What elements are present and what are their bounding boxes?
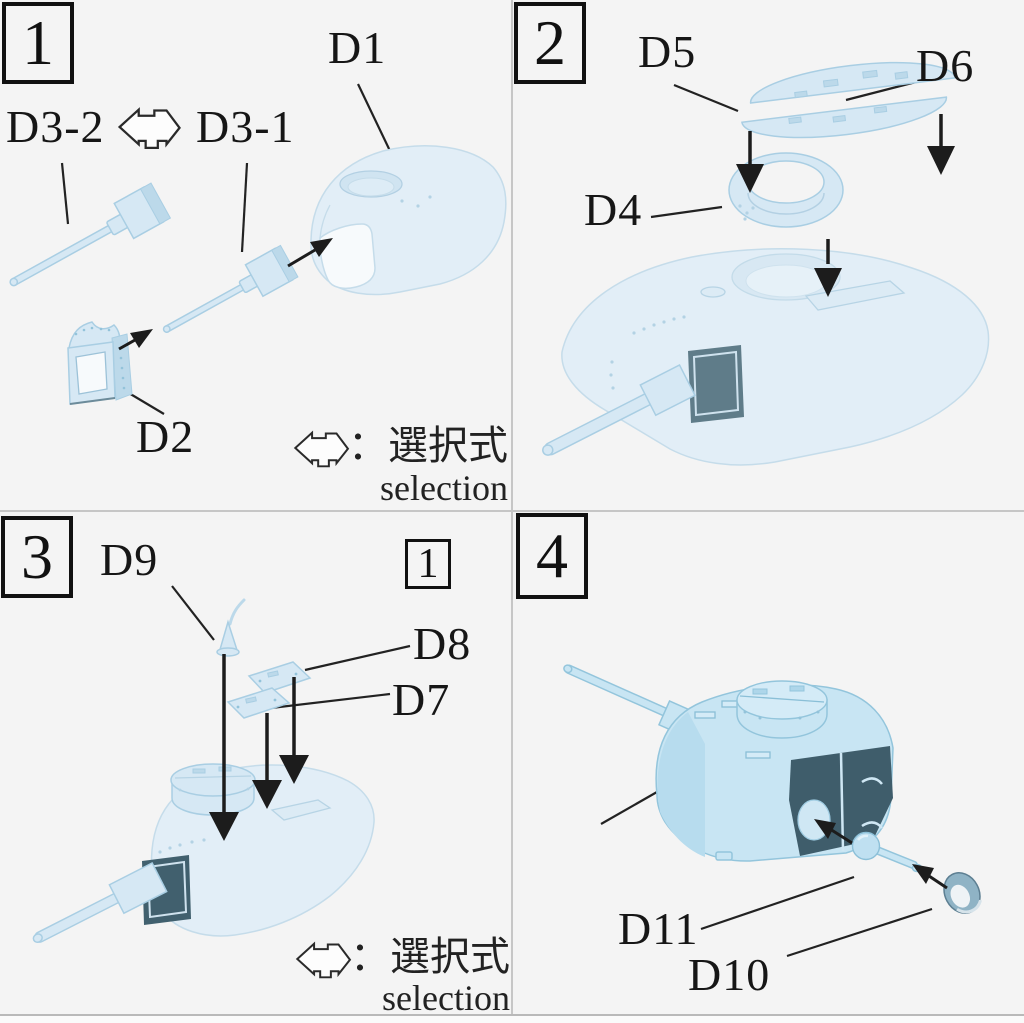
part-d5-hatch-half	[741, 96, 948, 139]
step-1-number-box: 1	[2, 2, 74, 84]
step4-turret-assembly	[563, 664, 894, 862]
leader-d9	[171, 585, 215, 641]
part-label-d10: D10	[688, 949, 771, 1000]
leader-d7	[270, 692, 391, 710]
leader-d3-2	[60, 162, 70, 225]
part-d8-plate	[247, 661, 312, 694]
part-d3-2-gun-barrel	[9, 182, 172, 287]
part-label-d5: D5	[638, 26, 697, 77]
legend-en-text-step1: selection	[380, 468, 508, 508]
legend-jp-text-step3: ：選択式	[350, 934, 510, 979]
leader-d10	[786, 907, 933, 958]
step-4-number-box: 4	[516, 513, 588, 599]
part-label-d7: D7	[392, 674, 451, 725]
step-1-number: 1	[22, 7, 54, 78]
step3-panel	[32, 585, 411, 943]
d1-front-opening	[319, 223, 376, 290]
leader-d6	[845, 80, 917, 102]
arrow-d10-onto-stem	[912, 864, 948, 890]
arrow-d11-into-hole	[814, 819, 853, 845]
part-d4-turret-ring	[728, 152, 844, 228]
leader-d8	[304, 644, 411, 672]
leader-d5	[673, 83, 739, 113]
step-3-number: 3	[21, 521, 53, 592]
leader-d1	[357, 83, 392, 154]
part-d9-antenna	[216, 598, 246, 657]
step2-turret-assembly	[542, 248, 990, 466]
part-d2-mantlet	[67, 321, 133, 405]
selection-double-arrow-icon	[295, 941, 352, 979]
arrow-d2-onto-barrel	[118, 329, 153, 351]
step-3-ref-number: 1	[417, 541, 439, 587]
step1-panel	[9, 83, 507, 415]
leader-turret-side	[600, 791, 658, 825]
arrow-d7-down	[252, 713, 282, 809]
horizontal-divider	[0, 510, 1024, 512]
part-label-d9: D9	[100, 534, 159, 585]
part-label-d3-1: D3-1	[196, 101, 295, 152]
arrow-d4-down	[814, 239, 842, 297]
part-d7-plate	[226, 687, 291, 719]
leader-d11	[700, 875, 855, 931]
step-4-number: 4	[536, 520, 568, 591]
bottom-margin	[0, 1016, 1024, 1023]
part-d6-hatch-half	[749, 61, 956, 104]
arrow-d3-1-into-d1	[287, 238, 333, 268]
leader-d3-1	[240, 162, 249, 253]
part-label-d4: D4	[584, 184, 643, 235]
step-2-number: 2	[534, 7, 566, 78]
part-label-d3-2: D3-2	[6, 101, 105, 152]
part-label-d6: D6	[916, 40, 975, 91]
part-d10-ring	[943, 872, 982, 914]
arrow-d8-down	[279, 677, 309, 784]
part-label-d2: D2	[136, 411, 195, 462]
part-label-d11: D11	[618, 903, 699, 954]
step-2-number-box: 2	[514, 2, 586, 84]
arrow-d6-down	[927, 114, 955, 175]
bottom-rule	[0, 1014, 1024, 1016]
choice-double-arrow-icon	[117, 107, 181, 149]
step2-panel	[542, 61, 990, 466]
legend-jp-text-step1: ：選択式	[348, 423, 508, 468]
part-d1-turret-shell	[310, 145, 507, 296]
part-d11-ball-mount	[851, 831, 923, 873]
leader-d4	[650, 205, 723, 219]
step2-mantlet-plate	[688, 345, 744, 423]
arrow-d9-down	[209, 654, 239, 841]
arrow-d5-down	[736, 131, 764, 193]
step-3-ref-box: 1	[405, 539, 451, 589]
step-3-number-box: 3	[1, 516, 73, 598]
step3-turret-assembly	[32, 763, 375, 943]
step4-panel	[563, 664, 982, 958]
part-label-d8: D8	[413, 618, 472, 669]
part-d3-1-gun-barrel	[162, 244, 299, 333]
selection-double-arrow-icon	[293, 430, 350, 468]
part-d5-d6-hatch	[741, 61, 956, 139]
d2-opening	[75, 351, 108, 395]
legend-en-text-step3: selection	[382, 978, 510, 1018]
part-label-d1: D1	[328, 22, 387, 73]
